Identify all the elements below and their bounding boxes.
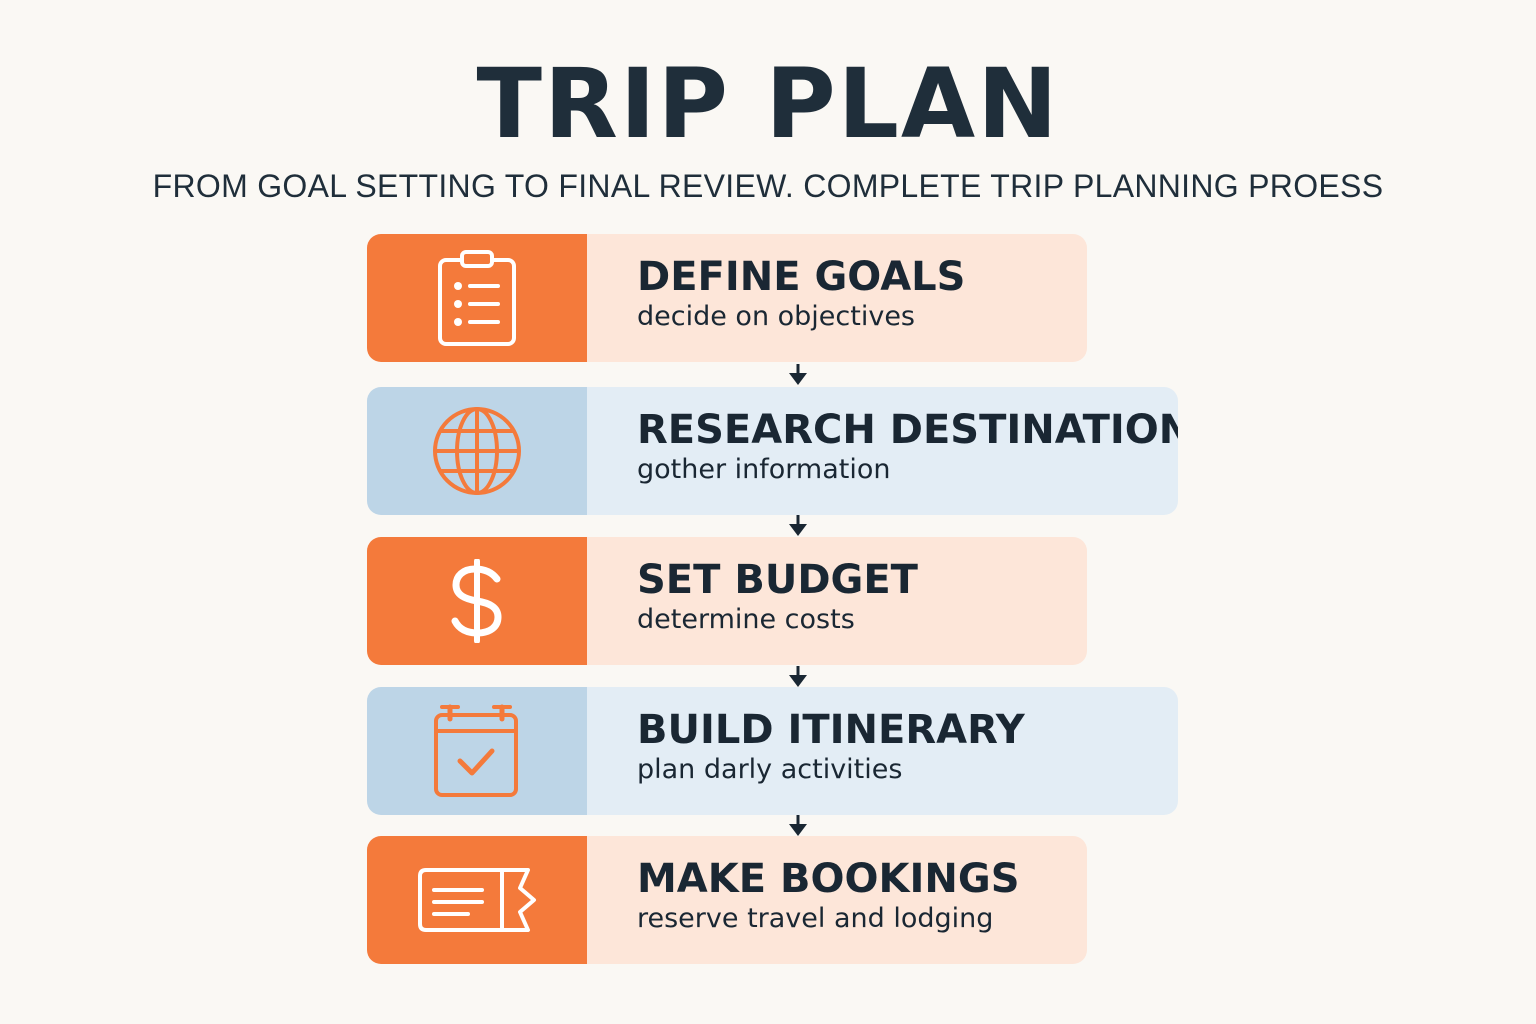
step-icon-box xyxy=(367,537,587,665)
arrow-down-icon xyxy=(789,815,807,836)
step-text-box: RESEARCH DESTINATION gother information xyxy=(587,387,1178,515)
step-build-itinerary: BUILD ITINERARY plan darly activities xyxy=(367,687,1178,815)
step-description: plan darly activities xyxy=(637,754,903,785)
step-set-budget: SET BUDGET determine costs xyxy=(367,537,1087,665)
dollar-icon xyxy=(451,559,502,643)
arrow-down-icon xyxy=(789,515,807,536)
step-description: determine costs xyxy=(637,604,855,635)
globe-icon xyxy=(433,407,521,495)
step-description: gother information xyxy=(637,454,891,485)
step-title: BUILD ITINERARY xyxy=(637,707,1025,753)
step-text-box: BUILD ITINERARY plan darly activities xyxy=(587,687,1178,815)
step-icon-box xyxy=(367,387,587,515)
step-title: DEFINE GOALS xyxy=(637,254,966,300)
step-define-goals: DEFINE GOALS decide on objectives xyxy=(367,234,1087,362)
step-icon-box xyxy=(367,836,587,964)
step-title: RESEARCH DESTINATION xyxy=(637,407,1178,453)
step-text-box: MAKE BOOKINGS reserve travel and lodging xyxy=(587,836,1087,964)
step-title: SET BUDGET xyxy=(637,557,918,603)
step-text-box: DEFINE GOALS decide on objectives xyxy=(587,234,1087,362)
step-description: decide on objectives xyxy=(637,301,916,332)
clipboard-list-icon xyxy=(438,250,516,346)
calendar-check-icon xyxy=(434,704,518,797)
step-icon-box xyxy=(367,234,587,362)
arrow-down-icon xyxy=(789,364,807,385)
step-text-box: SET BUDGET determine costs xyxy=(587,537,1087,665)
step-title: MAKE BOOKINGS xyxy=(637,856,1020,902)
page-subtitle: FROM GOAL SETTING TO FINAL REVIEW. COMPL… xyxy=(152,168,1384,204)
step-description: reserve travel and lodging xyxy=(637,903,994,934)
step-icon-box xyxy=(367,687,587,815)
step-research-destination: RESEARCH DESTINATION gother information xyxy=(367,387,1178,515)
step-make-bookings: MAKE BOOKINGS reserve travel and lodging xyxy=(367,836,1087,964)
page-title: TRIP PLAN xyxy=(476,48,1060,160)
ticket-icon xyxy=(418,868,536,932)
arrow-down-icon xyxy=(789,666,807,687)
